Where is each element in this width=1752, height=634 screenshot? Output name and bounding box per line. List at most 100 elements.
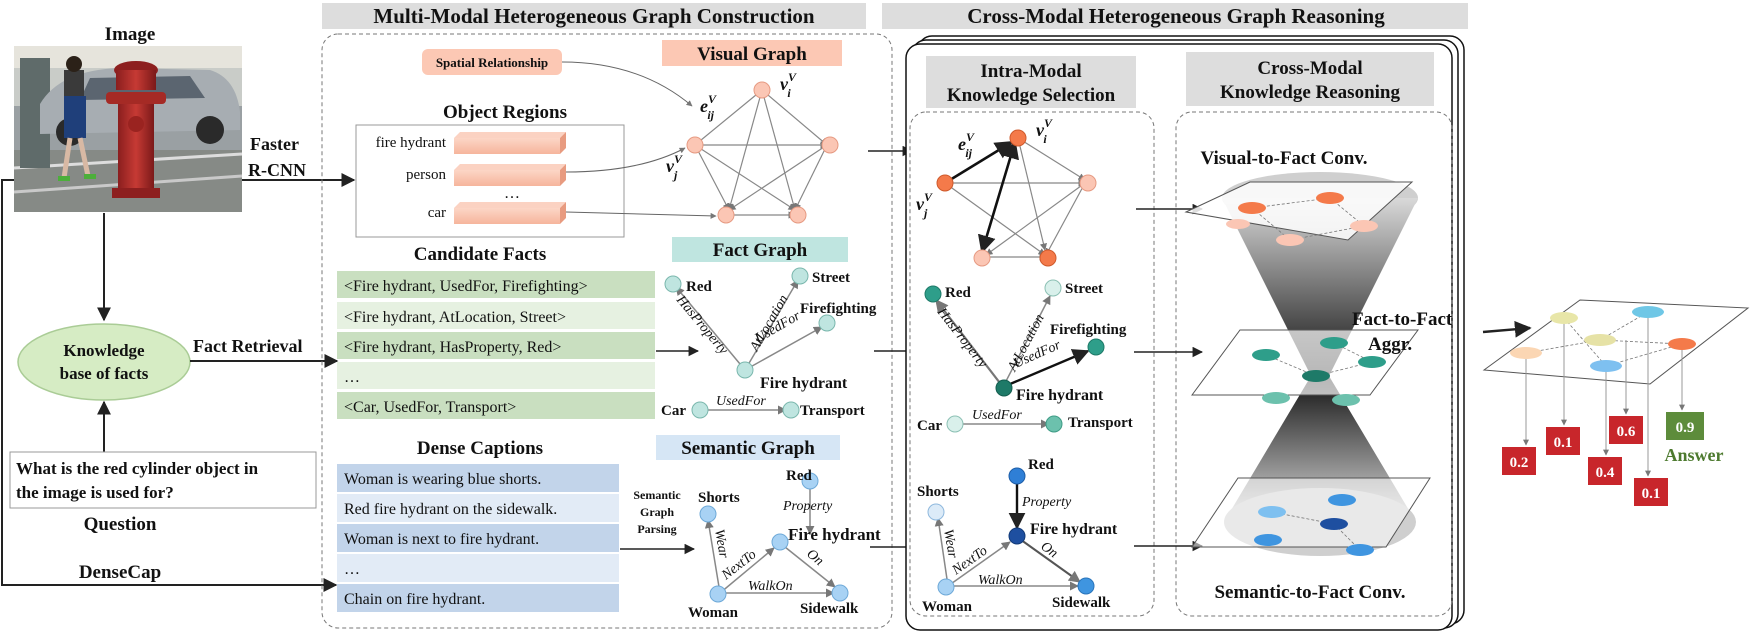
fact-graph-title: Fact Graph — [713, 240, 808, 261]
question-box — [9, 451, 317, 509]
spatial-arrow — [561, 61, 693, 107]
fact-hydrant-label: Fire hydrant — [760, 375, 848, 392]
fact-to-fact-label-2: Aggr. — [1368, 334, 1412, 355]
sem-hydrant-label: Fire hydrant — [788, 525, 881, 544]
fact-firefighting-label: Firefighting — [800, 301, 877, 317]
cross-modal-tag — [1186, 52, 1434, 106]
region-feature-boxes — [454, 132, 566, 224]
fact-graph — [664, 267, 836, 419]
fact-item: <Fire hydrant, HasProperty, Red> — [344, 339, 561, 356]
semantic-graph — [699, 472, 849, 603]
fact-item: … — [344, 369, 360, 386]
visual-to-fact-label: Visual-to-Fact Conv. — [1200, 148, 1367, 169]
parsing-label-1: Semantic — [633, 488, 681, 502]
object-ellipsis: … — [504, 185, 520, 202]
score-boxes — [1502, 412, 1704, 506]
question-text-2: the image is used for? — [16, 483, 174, 502]
caption-item: … — [344, 561, 360, 578]
intra-red-label: Red — [945, 285, 971, 301]
intra-transport-label: Transport — [1068, 415, 1133, 431]
semantic-to-fact-label: Semantic-to-Fact Conv. — [1214, 582, 1405, 603]
intra-sem-hydrant-label: Fire hydrant — [1030, 521, 1118, 538]
intra-sidewalk-label: Sidewalk — [1052, 595, 1111, 611]
region-to-node-arrow-2 — [565, 211, 717, 219]
question-text-1: What is the red cylinder object in — [16, 459, 259, 478]
answer-score-value: 0.9 — [1676, 420, 1695, 436]
parsing-label-2: Graph — [640, 505, 674, 519]
dense-captions-title: Dense Captions — [417, 438, 543, 459]
score-value: 0.4 — [1596, 465, 1615, 481]
hourglass — [1184, 172, 1431, 556]
intra-modal-panel — [909, 111, 1155, 617]
caption-item: Red fire hydrant on the sidewalk. — [344, 501, 557, 518]
fact-item: <Car, UsedFor, Transport> — [344, 399, 516, 416]
caption-item: Woman is next to fire hydrant. — [344, 531, 539, 548]
semantic-graph-tag — [656, 435, 840, 460]
intra-modal-title-1: Intra-Modal — [980, 61, 1081, 82]
intra-usedfor-car-edge: UsedFor — [972, 408, 1022, 423]
visual-graph — [686, 81, 839, 224]
score-value: 0.6 — [1617, 424, 1636, 440]
intra-fact-graph — [924, 279, 1105, 433]
object-car: car — [428, 205, 446, 221]
intra-walkon-edge: WalkOn — [978, 573, 1023, 588]
answer-graph — [1482, 299, 1750, 477]
reasoning-header: Cross-Modal Heterogeneous Graph Reasonin… — [967, 4, 1385, 28]
spatial-relationship-label: Spatial Relationship — [436, 55, 548, 70]
candidate-facts-title: Candidate Facts — [414, 244, 546, 265]
intra-visual-graph — [936, 129, 1097, 267]
intra-modal-title-2: Knowledge Selection — [947, 85, 1116, 106]
intra-shorts-label: Shorts — [917, 484, 959, 500]
fact-hasproperty-edge: HasProperty — [672, 292, 731, 358]
parsing-label-3: Parsing — [637, 522, 676, 536]
fact-retrieval-label: Fact Retrieval — [193, 336, 302, 356]
arrow-to-answer-graph — [1482, 320, 1532, 338]
densecap-arrow — [1, 179, 338, 592]
fact-list — [337, 271, 655, 419]
caption-item: Woman is wearing blue shorts. — [344, 471, 541, 488]
input-photo — [13, 46, 243, 212]
fact-car-label: Car — [661, 403, 686, 419]
object-regions-title: Object Regions — [443, 102, 567, 123]
intra-semantic-graph — [927, 467, 1095, 596]
score-value: 0.1 — [1642, 486, 1661, 502]
intra-street-label: Street — [1065, 281, 1103, 297]
intra-hydrant-label: Fire hydrant — [1016, 387, 1104, 404]
construction-panel — [321, 33, 893, 629]
score-value: 0.1 — [1554, 435, 1573, 451]
answer-label: Answer — [1665, 445, 1724, 465]
intra-firefighting-label: Firefighting — [1050, 322, 1127, 338]
caption-list — [337, 464, 619, 612]
fact-transport-label: Transport — [800, 403, 865, 419]
intra-modal-tag — [926, 56, 1136, 108]
score-value: 0.2 — [1510, 455, 1529, 471]
cross-modal-title-2: Knowledge Reasoning — [1220, 82, 1400, 103]
sem-property-edge: Property — [782, 499, 833, 514]
spatial-relationship-tag — [422, 49, 562, 75]
intra-sem-red-label: Red — [1028, 457, 1054, 473]
fact-red-label: Red — [686, 279, 712, 295]
sem-wear-edge: Wear — [711, 528, 731, 560]
cross-modal-title-1: Cross-Modal — [1257, 58, 1362, 79]
fact-graph-tag — [672, 237, 848, 262]
question-label: Question — [84, 514, 157, 535]
intra-woman-label: Woman — [922, 599, 973, 615]
intra-car-label: Car — [917, 418, 942, 434]
sem-on-edge: On — [803, 547, 826, 569]
kb-label-2: base of facts — [60, 364, 149, 383]
visual-graph-tag — [662, 40, 842, 66]
region-to-node-arrow-1 — [565, 147, 686, 173]
image-label: Image — [105, 24, 156, 45]
construction-header-bg — [322, 3, 866, 29]
cross-modal-panel — [1175, 111, 1453, 617]
sem-sidewalk-label: Sidewalk — [800, 601, 859, 617]
fact-street-label: Street — [812, 270, 850, 286]
sem-red-label: Red — [786, 468, 812, 484]
caption-item: Chain on fire hydrant. — [344, 591, 485, 608]
faster-rcnn-label-2: R-CNN — [248, 160, 306, 180]
